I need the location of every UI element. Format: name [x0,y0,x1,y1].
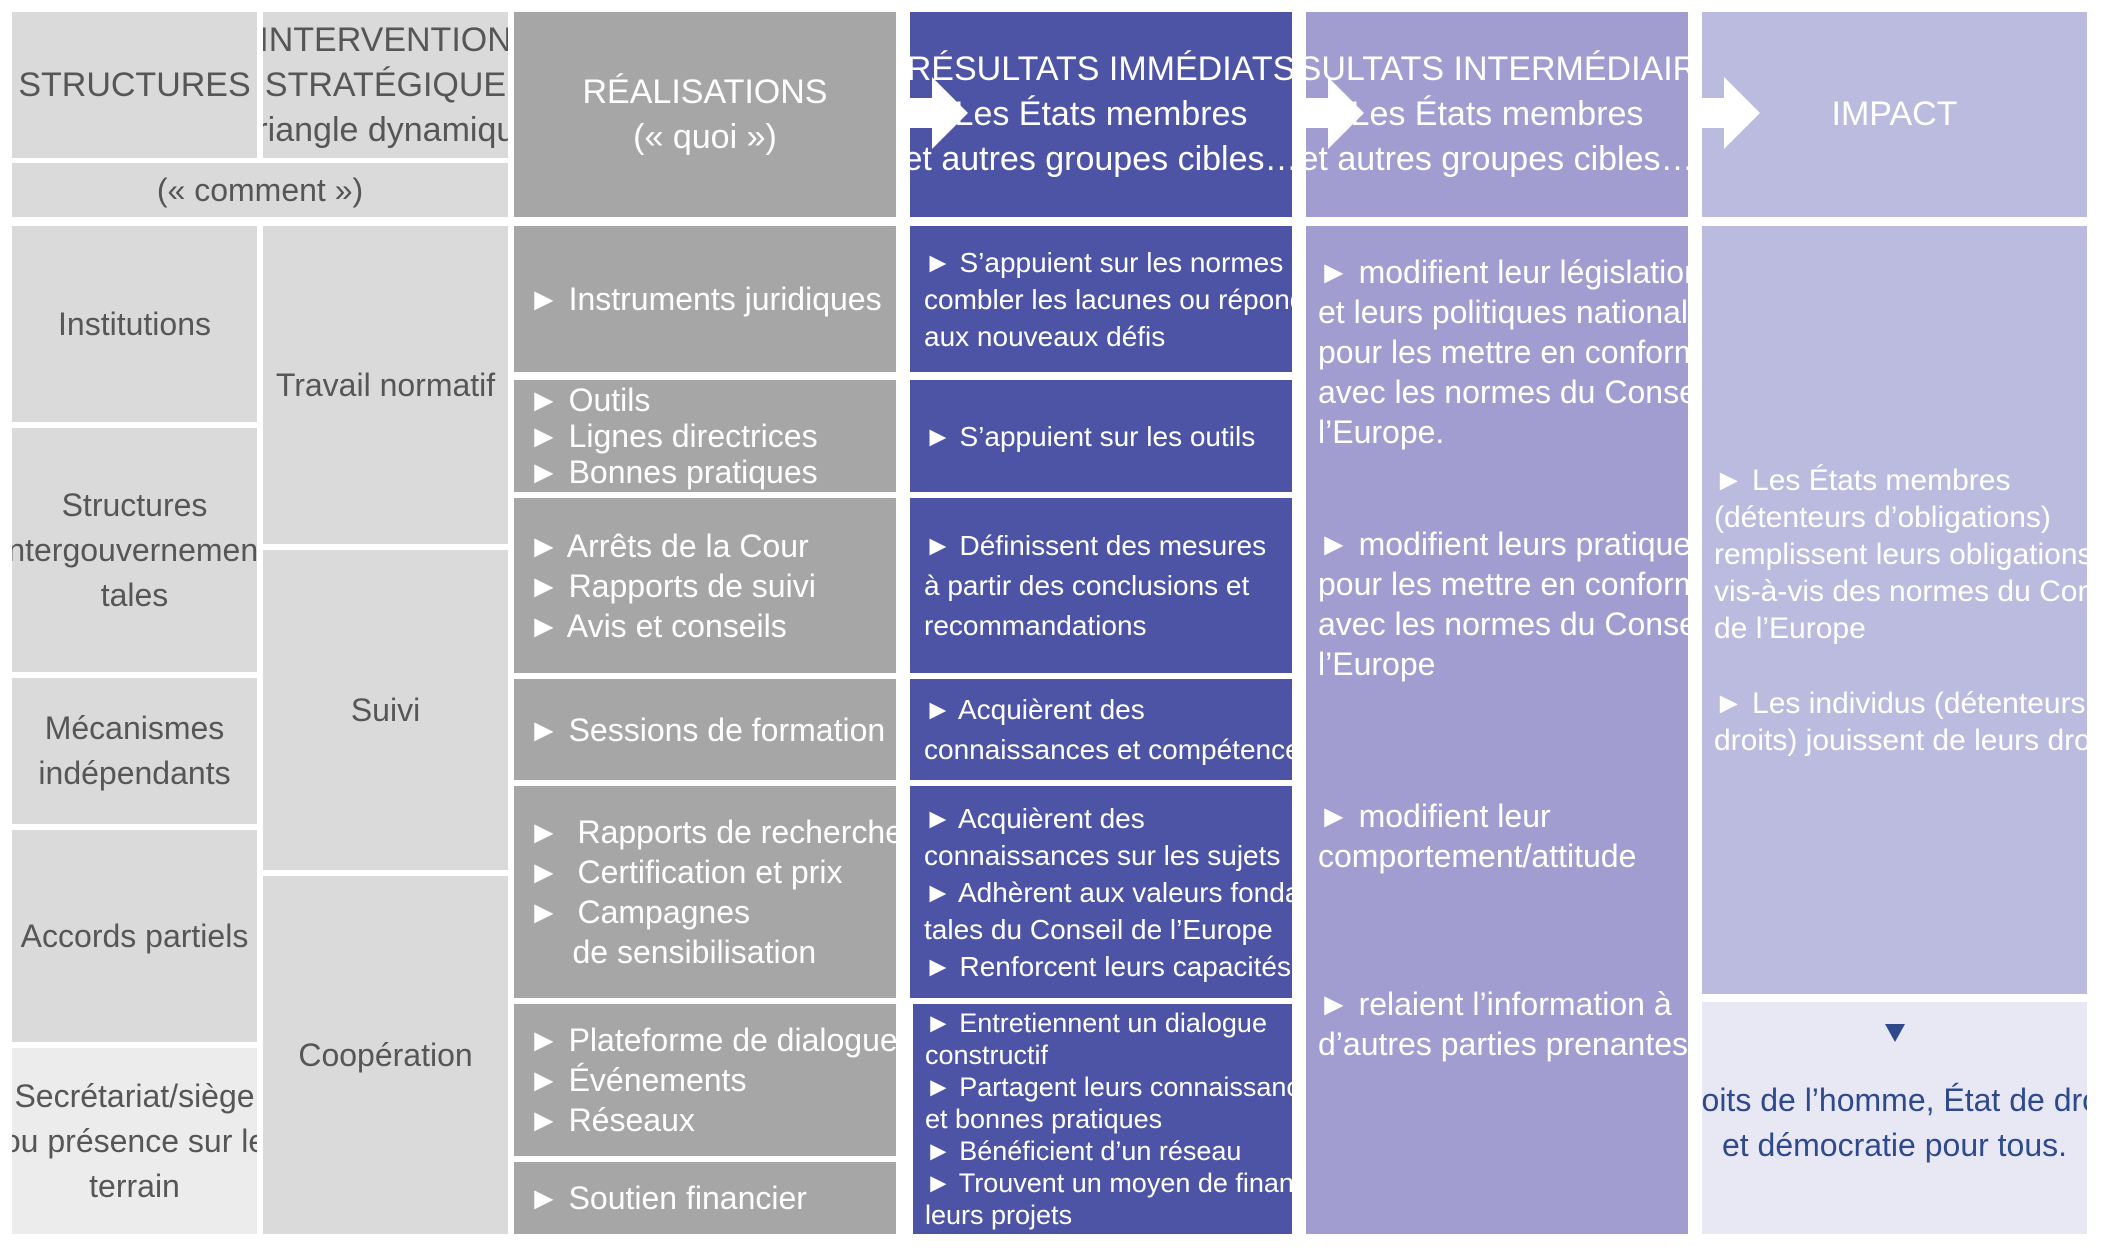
flow-arrow-3-icon [1724,77,1760,149]
impact-items: ► Les États membres (détenteurs d’obliga… [1702,226,2087,994]
flow-arrow-stem-3 [1702,98,1724,128]
realisation-plateforme-dialogue: ► Plateforme de dialogue ► Événements ► … [514,1004,896,1156]
immediat-mesures: ► Définissent des mesures à partir des c… [910,498,1292,673]
immediat-normes: ► S’appuient sur les normes pour combler… [910,226,1292,372]
impact-final: droits de l’homme, État de droit et démo… [1702,1002,2087,1234]
impact-etats-membres: ► Les États membres (détenteurs d’obliga… [1714,463,2087,645]
immediat-sujets-valeurs: ► Acquièrent des connaissances sur les s… [910,786,1292,998]
flow-arrow-1-icon [932,77,968,149]
header-intervention: INTERVENTION STRATÉGIQUE Triangle dynami… [263,12,508,158]
header-resultats-immediats: RÉSULTATS IMMÉDIATS Les États membres et… [910,12,1292,217]
structure-intergouvernementales: Structures intergouvernemen- tales [12,428,257,672]
immediat-dialogue-reseau: ► Entretiennent un dialogue constructif … [913,1004,1292,1234]
flow-arrow-stem-1 [910,98,932,128]
intermediaire-comportement: ► modifient leur comportement/attitude [1318,798,1637,874]
intervention-cooperation: Coopération [263,876,508,1234]
realisation-instruments-juridiques: ► Instruments juridiques [514,226,896,372]
structure-mecanismes-independants: Mécanismes indépendants [12,678,257,824]
header-impact: IMPACT [1702,12,2087,217]
header-realisations: RÉALISATIONS (« quoi ») [514,12,896,217]
arrow-down-icon [1884,1024,1905,1042]
realisation-sessions-formation: ► Sessions de formation [514,679,896,780]
impact-individus: ► Les individus (détenteurs de droits) j… [1714,686,2087,757]
immediat-outils: ► S’appuient sur les outils [910,380,1292,492]
header-resultats-intermediaires: RÉSULTATS INTERMÉDIAIRES Les États membr… [1306,12,1688,217]
intermediaire-column: ► modifient leur législation et leurs po… [1306,226,1688,1234]
realisation-arrets: ► Arrêts de la Cour ► Rapports de suivi … [514,498,896,673]
flow-arrow-stem-2 [1306,98,1328,128]
intervention-suivi: Suivi [263,550,508,870]
structure-secretariat: Secrétariat/siège ou présence sur le ter… [12,1048,257,1234]
header-structures: STRUCTURES [12,12,257,158]
flow-arrow-2-icon [1328,77,1364,149]
structure-accords-partiels: Accords partiels [12,830,257,1042]
structure-institutions: Institutions [12,226,257,422]
header-comment: (« comment ») [12,163,508,217]
immediat-connaissances-competences: ► Acquièrent des connaissances et compét… [910,679,1292,780]
intermediaire-legislation: ► modifient leur législation et leurs po… [1318,254,1688,450]
realisation-soutien-financier: ► Soutien financier [514,1162,896,1234]
intervention-travail-normatif: Travail normatif [263,226,508,544]
realisation-outils: ► Outils ► Lignes directrices ► Bonnes p… [514,380,896,492]
intermediaire-pratiques: ► modifient leurs pratiques pour les met… [1318,526,1688,682]
realisation-rapports-recherche: ► Rapports de recherche ► Certification … [514,786,896,998]
intermediaire-information: ► relaient l’information à d’autres part… [1318,986,1688,1062]
